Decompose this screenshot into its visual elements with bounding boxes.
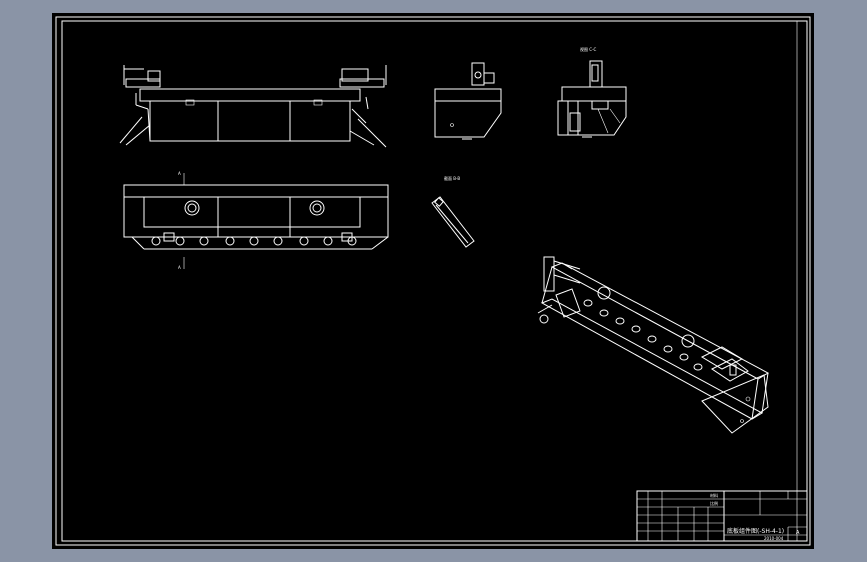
title-scale-label: 比例: [710, 500, 718, 506]
title-sheet: A: [796, 530, 800, 536]
section-bb[interactable]: 截面 B-B: [431, 175, 475, 248]
view-cc[interactable]: 视图 C-C: [557, 46, 627, 138]
title-drawing-name: 底板组件图(-SH-4-1): [727, 527, 784, 535]
title-material-label: 材料: [710, 492, 718, 498]
label-view-cc: 视图 C-C: [580, 46, 597, 52]
isometric-view[interactable]: [537, 256, 770, 434]
title-block[interactable]: 底板组件图(-SH-4-1) 2010-004 A 材料 比例: [636, 490, 808, 542]
section-mark-bottom: A: [178, 265, 181, 270]
title-drawing-number: 2010-004: [764, 536, 784, 541]
inner-border: [61, 20, 808, 542]
front-view[interactable]: [119, 65, 387, 148]
side-view[interactable]: [434, 62, 502, 140]
label-section-bb: 截面 B-B: [444, 175, 460, 181]
top-view[interactable]: A A: [123, 171, 389, 270]
drawing-sheet: 视图 C-C A A: [55, 16, 811, 546]
section-mark-top: A: [178, 171, 181, 176]
outer-border: [55, 16, 811, 546]
cad-viewport[interactable]: 视图 C-C A A: [52, 13, 814, 549]
